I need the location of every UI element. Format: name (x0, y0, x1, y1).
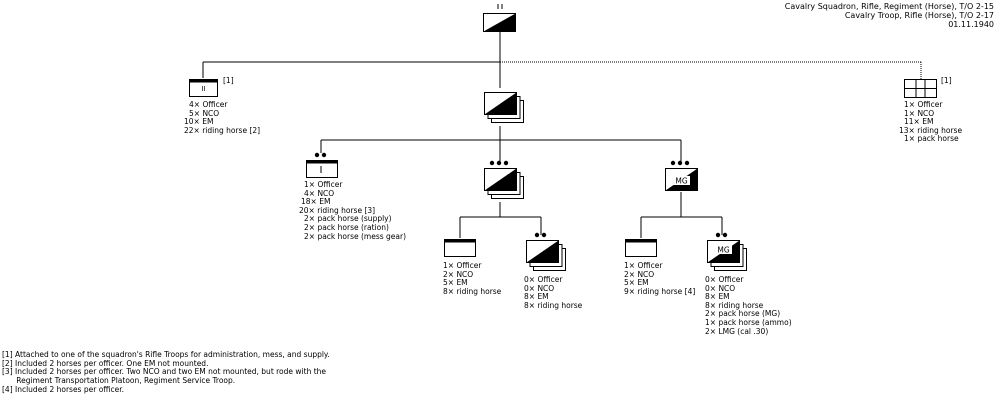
footnotes: [1] Attached to one of the squadron's Ri… (2, 350, 330, 395)
mg-squad-symbol: MG (707, 232, 747, 271)
personnel-line: 0× NCO (524, 283, 555, 293)
personnel-line: 20× riding horse [3] (299, 205, 376, 215)
personnel-line: 4× NCO (304, 188, 335, 198)
personnel-line: 2× pack horse (mess gear) (304, 231, 407, 241)
hq-squadron-personnel: 4× Officer 5× NCO 10× EM 22× riding hors… (184, 100, 261, 135)
diagram-header: Cavalry Squadron, Rifle, Regiment (Horse… (785, 2, 994, 29)
personnel-line: 9× riding horse [4] (624, 286, 696, 296)
rifle-platoon-hq-personnel: 1× Officer 2× NCO 5× EM 8× riding horse (443, 261, 502, 296)
personnel-line: 5× EM (624, 278, 649, 288)
footnote: [2] Included 2 horses per officer. One E… (2, 358, 209, 368)
personnel-line: 8× riding horse (705, 300, 764, 310)
mg-squad-label: MG (717, 246, 729, 255)
mg-label: MG (675, 177, 687, 186)
footnote: [3] Included 2 horses per officer. Two N… (2, 367, 327, 377)
personnel-line: 8× riding horse (524, 300, 583, 310)
personnel-line: 1× pack horse (ammo) (705, 317, 792, 327)
hq-squadron-note: [1] (223, 76, 234, 85)
attached-note: [1] (941, 76, 952, 85)
troop-hq-personnel: 1× Officer 4× NCO 18× EM 20× riding hors… (299, 180, 407, 241)
hq-squadron-echelon: II (201, 85, 205, 93)
personnel-line: 1× NCO (904, 108, 935, 118)
personnel-line: 0× Officer (524, 275, 563, 284)
personnel-line: 10× EM (184, 117, 214, 127)
personnel-line: 2× NCO (624, 269, 655, 279)
personnel-line: 2× pack horse (ration) (304, 222, 389, 232)
personnel-line: 2× LMG (cal .30) (705, 326, 769, 336)
rifle-platoon-symbol (484, 160, 524, 199)
mg-platoon-symbol: MG (665, 160, 698, 191)
squadron-symbol (483, 4, 516, 32)
rifle-troop-symbol: I (484, 80, 524, 123)
personnel-line: 22× riding horse [2] (184, 125, 261, 135)
header-title: Cavalry Squadron, Rifle, Regiment (Horse… (784, 2, 994, 11)
troop-echelon: I (499, 80, 501, 88)
personnel-line: 8× EM (705, 292, 730, 302)
attached-personnel: 1× Officer 1× NCO 11× EM 13× riding hors… (899, 100, 963, 144)
personnel-line: 18× EM (301, 197, 331, 207)
personnel-line: 1× Officer (904, 100, 943, 109)
personnel-line: 1× Officer (304, 180, 343, 189)
footnote: Regiment Transportation Platoon, Regimen… (2, 376, 236, 386)
troop-hq-symbol (306, 152, 338, 178)
mg-squad-personnel: 0× Officer 0× NCO 8× EM 8× riding horse … (705, 275, 792, 336)
hq-squadron-symbol: II (189, 79, 218, 97)
rifle-squad-personnel: 0× Officer 0× NCO 8× EM 8× riding horse (524, 275, 583, 310)
personnel-line: 1× Officer (624, 261, 663, 270)
personnel-line: 13× riding horse (899, 125, 963, 135)
personnel-line: 8× riding horse (443, 286, 502, 296)
personnel-line: 5× EM (443, 278, 468, 288)
personnel-line: 2× NCO (443, 269, 474, 279)
header-date: 01.11.1940 (948, 20, 994, 29)
mg-platoon-hq-personnel: 1× Officer 2× NCO 5× EM 9× riding horse … (624, 261, 696, 296)
header-subtitle: Cavalry Troop, Rifle (Horse), T/O 2-17 (844, 11, 994, 20)
rifle-squad-symbol (526, 232, 566, 271)
rifle-platoon-hq-symbol (444, 239, 476, 257)
personnel-line: 1× pack horse (904, 134, 959, 144)
footnote: [1] Attached to one of the squadron's Ri… (2, 350, 330, 359)
attached-platoon-symbol (904, 79, 937, 98)
personnel-line: 1× Officer (443, 261, 482, 270)
personnel-line: 8× EM (524, 292, 549, 302)
personnel-line: 0× NCO (705, 283, 736, 293)
personnel-line: 11× EM (904, 117, 934, 127)
personnel-line: 2× pack horse (supply) (304, 214, 392, 224)
personnel-line: 2× pack horse (MG) (705, 309, 781, 319)
personnel-line: 5× NCO (189, 108, 220, 118)
footnote: [4] Included 2 horses per officer. (2, 384, 125, 394)
mg-platoon-hq-symbol (625, 239, 657, 257)
personnel-line: 0× Officer (705, 275, 744, 284)
personnel-line: 4× Officer (189, 100, 228, 109)
